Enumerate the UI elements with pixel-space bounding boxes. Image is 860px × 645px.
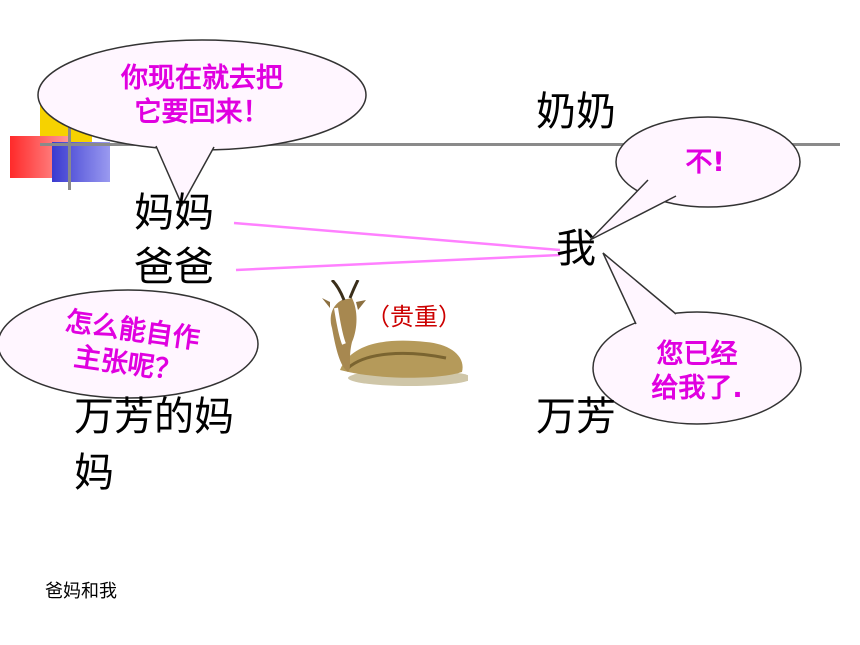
wanfang-mom-speech-bubble	[0, 289, 259, 399]
grandma-bubble-tail	[589, 179, 677, 241]
me-label: 我	[556, 226, 596, 272]
header-divider	[40, 143, 840, 146]
mom-bubble-line1: 你现在就去把	[121, 63, 283, 94]
me-bubble-line2: 给我了.	[651, 373, 743, 404]
wanfang-mom-label-line1: 万芳的妈	[74, 394, 234, 440]
footer-label: 爸妈和我	[45, 581, 117, 602]
me-bubble-text: 您已经 给我了.	[597, 338, 797, 406]
grandma-speech-bubble	[615, 116, 801, 208]
item-label: （贵重）	[366, 303, 462, 331]
grandma-label: 奶奶	[536, 89, 616, 135]
wanfang-mom-label-line2: 妈	[74, 450, 114, 496]
wanfang-label: 万芳	[536, 394, 616, 440]
mom-bubble-tail	[155, 145, 215, 207]
me-bubble-tail	[602, 252, 677, 325]
me-speech-bubble	[592, 311, 802, 425]
header-divider-vertical	[68, 104, 71, 190]
me-bubble-line1: 您已经	[656, 339, 738, 370]
mom-bubble-text: 你现在就去把 它要回来！	[52, 62, 352, 130]
mom-to-me-line	[233, 221, 561, 252]
antelope-icon	[322, 280, 468, 386]
dad-label: 爸爸	[134, 244, 214, 290]
grandma-bubble-text: 不!	[685, 147, 725, 178]
dad-to-me-line	[235, 253, 561, 272]
mom-bubble-line2: 它要回来！	[134, 97, 270, 128]
mom-label: 妈妈	[134, 190, 214, 236]
